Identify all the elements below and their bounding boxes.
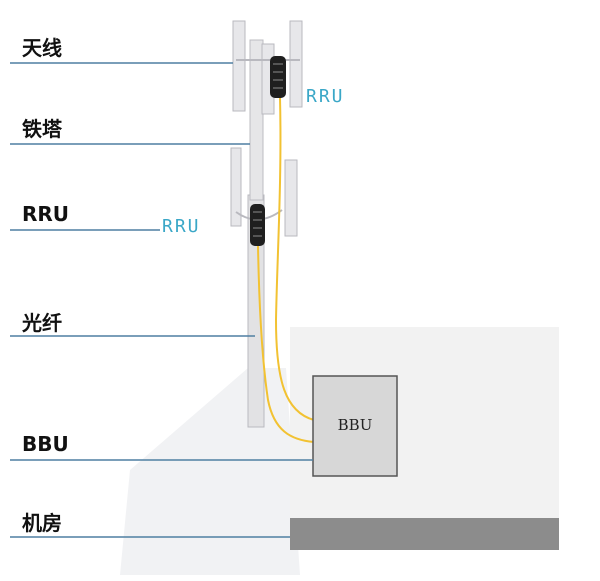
fiber-cable-lower — [257, 245, 315, 443]
label-tower: 铁塔 — [22, 117, 62, 141]
bbu-box — [312, 375, 398, 477]
label-antenna: 天线 — [22, 36, 62, 60]
rru-device-upper — [270, 56, 286, 98]
label-fiber: 光纤 — [22, 311, 62, 335]
rru-callout-upper: RRU — [306, 86, 345, 107]
bbu-box-label: BBU — [337, 416, 373, 434]
fiber-cable-upper — [274, 97, 315, 421]
machine-room-base — [290, 518, 559, 550]
lower-antenna-panel-right — [284, 159, 298, 237]
label-bbu: BBU — [22, 432, 69, 456]
tower-mast-upper — [249, 39, 264, 201]
lower-antenna-panel-left — [230, 147, 242, 227]
label-rru: RRU — [22, 202, 70, 226]
rru-device-lower — [250, 204, 265, 246]
label-room: 机房 — [22, 511, 62, 535]
antenna-panel-right — [289, 20, 303, 108]
tower-shadow — [120, 368, 300, 575]
antenna-panel-left — [232, 20, 246, 112]
rru-callout-lower: RRU — [162, 216, 201, 237]
